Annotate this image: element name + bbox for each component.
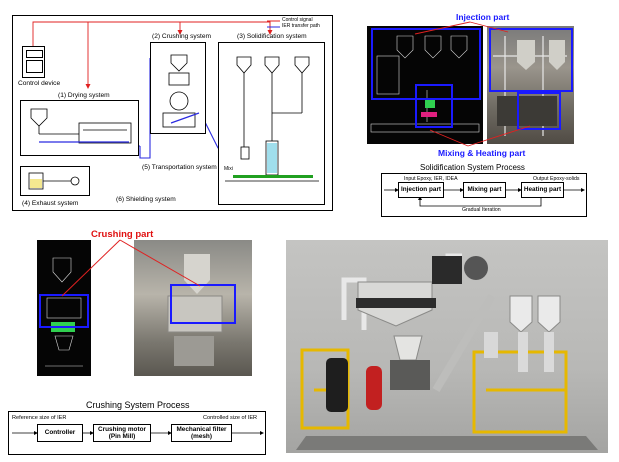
- crush-step-filter: Mechanical filter (mesh): [171, 424, 232, 442]
- crush-process-ctrl: Controlled size of IER: [203, 415, 258, 421]
- mix-tag: Mixi: [224, 166, 233, 172]
- solidification-cad-drawing: [367, 26, 483, 144]
- crush-step-filter-line1: Mechanical filter: [176, 425, 227, 433]
- control-device-label: Control device: [18, 80, 61, 87]
- solidification-system-box: [218, 42, 325, 205]
- solid-process-title: Solidification System Process: [420, 163, 525, 172]
- crushing-cad-drawing: [37, 240, 91, 376]
- crush-process-title: Crushing System Process: [86, 400, 190, 410]
- legend-transfer-path: IER transfer path: [282, 23, 320, 29]
- solid-process-input: Input Epoxy, IER, IDEA: [404, 176, 458, 182]
- shielding-system-label: (6) Shielding system: [116, 196, 176, 203]
- crushing-part-label: Crushing part: [91, 229, 154, 240]
- crush-process-ref: Reference size of IER: [12, 415, 67, 421]
- system-3d-render: [286, 240, 608, 453]
- exhaust-system-box: [20, 166, 90, 196]
- crush-step-motor-line2: (Pin Mill): [108, 433, 136, 440]
- crush-step-controller: Controller: [37, 424, 83, 442]
- solid-step-mixing: Mixing part: [463, 182, 506, 198]
- drying-system-label: (1) Drying system: [58, 92, 110, 99]
- legend-control-signal: Control signal: [282, 17, 313, 23]
- crushing-photo: [134, 240, 252, 376]
- control-device: [22, 46, 45, 78]
- solid-process-feedback: Gradual Iteration: [462, 207, 501, 213]
- crush-step-filter-line2: (mesh): [191, 433, 212, 440]
- solid-process-output: Output Epoxy-solids: [533, 176, 580, 182]
- crush-step-motor: Crushing motor (Pin Mill): [93, 424, 151, 442]
- crushing-system-label: (2) Crushing system: [152, 33, 211, 40]
- transportation-system-label: (5) Transportation system: [142, 164, 217, 171]
- crushing-system-box: [150, 42, 206, 134]
- injection-part-label: Injection part: [456, 12, 510, 22]
- exhaust-system-label: (4) Exhaust system: [22, 200, 79, 207]
- drying-system-box: [20, 100, 139, 156]
- crush-step-motor-line1: Crushing motor: [98, 425, 146, 433]
- mixing-heating-part-label: Mixing & Heating part: [438, 148, 526, 158]
- solid-step-heating: Heating part: [521, 182, 564, 198]
- solidification-system-label: (3) Solidification system: [237, 33, 307, 40]
- solid-step-injection: Injection part: [398, 182, 444, 198]
- solidification-photo: [487, 26, 574, 144]
